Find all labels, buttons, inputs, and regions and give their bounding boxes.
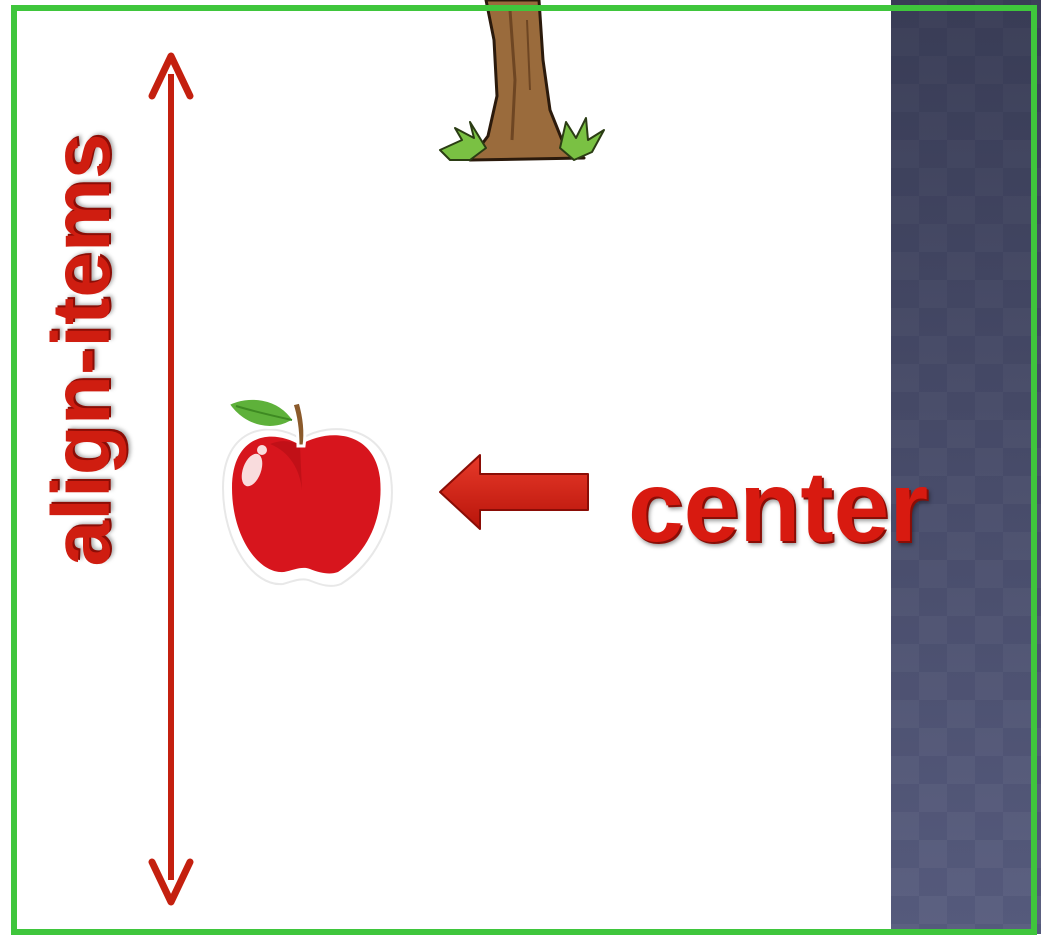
vertical-double-arrow-icon [152,56,190,902]
left-arrow-icon [440,455,588,529]
apple-icon [223,398,392,586]
tree-trunk-icon [440,0,604,160]
center-value-label: center [628,447,928,567]
align-items-label: align-items [35,134,129,567]
